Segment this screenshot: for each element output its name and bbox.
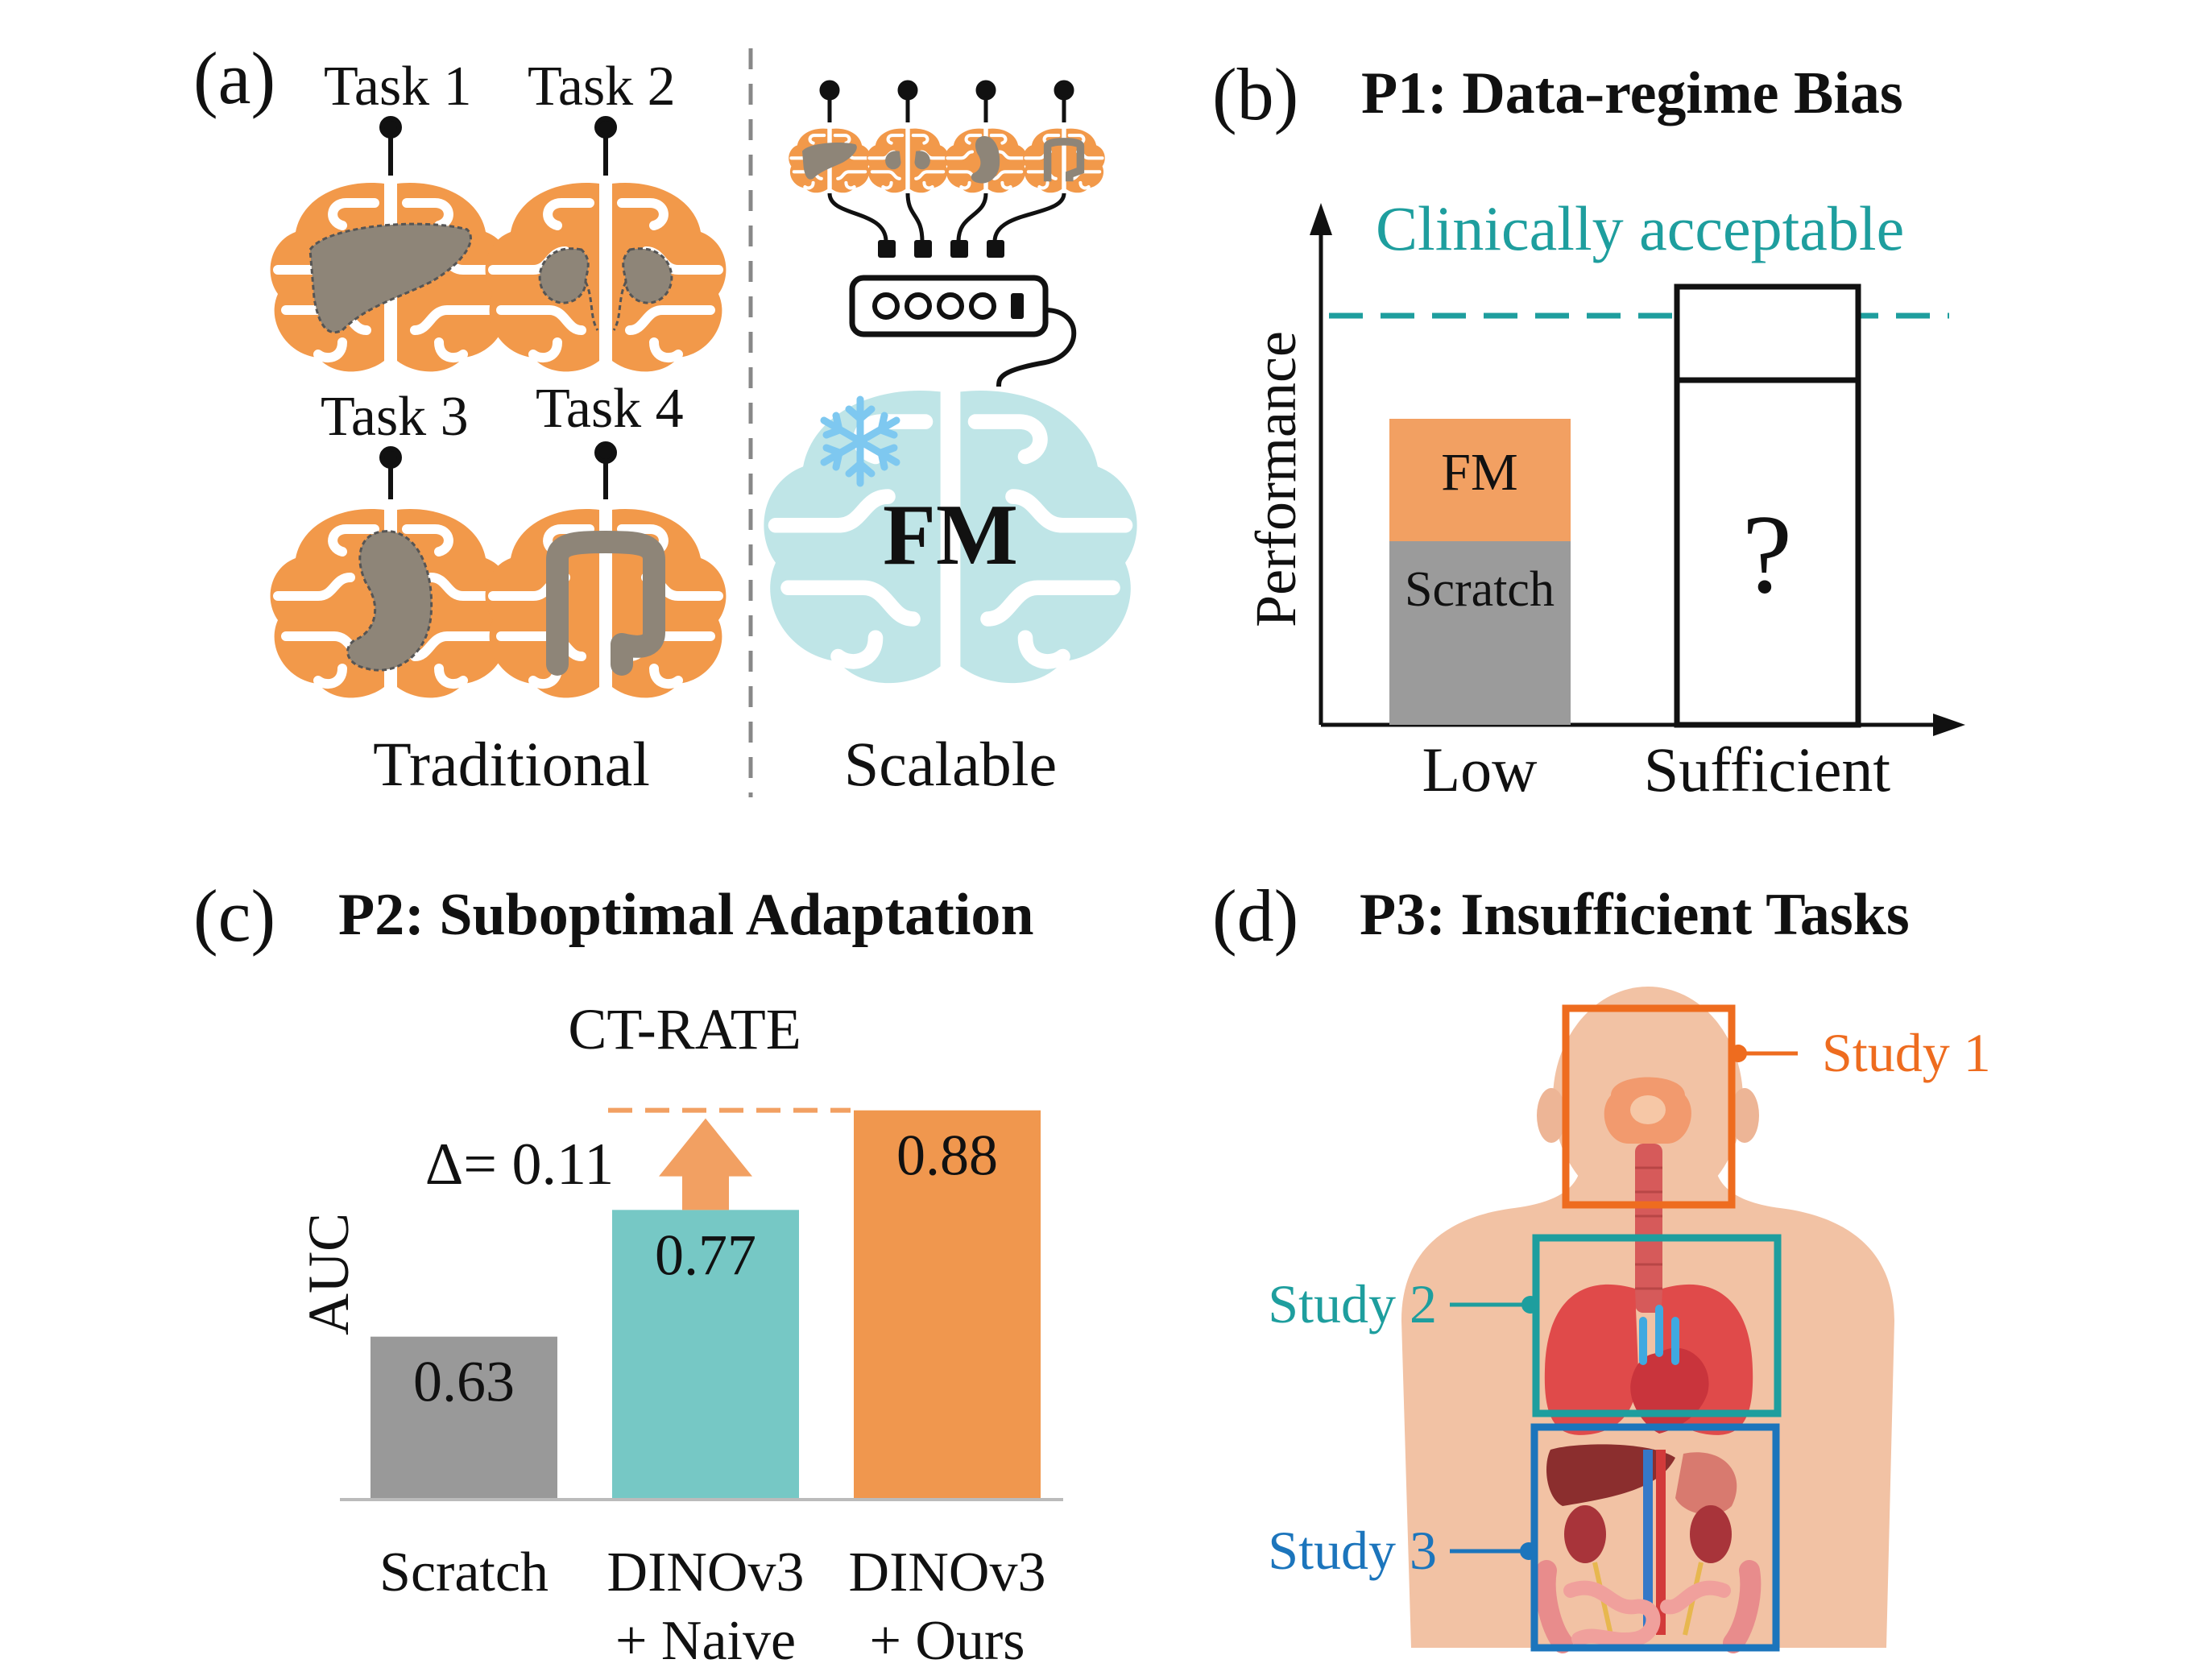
snowflake-icon (820, 395, 900, 487)
delta-label: Δ= 0.11 (425, 1132, 615, 1198)
scalable-caption: Scalable (844, 729, 1057, 799)
study-2-label: Study 2 (1268, 1273, 1437, 1334)
small-brain-4 (1023, 128, 1105, 193)
bar-low-scratch-label: Scratch (1405, 562, 1555, 617)
task-4-label: Task 4 (536, 378, 684, 440)
power-strip-icon (849, 275, 1049, 337)
plug-icon (878, 240, 1004, 258)
threshold-label: Clinically acceptable (1376, 193, 1904, 263)
human-anatomy-icon (1401, 987, 1894, 1653)
task-1-label: Task 1 (324, 56, 472, 118)
study-2-box (1532, 1234, 1782, 1417)
panel-b: (b) P1: Data-regime Bias Clinically acce… (1212, 53, 1965, 805)
colon-icon (546, 531, 665, 676)
bar-low-fm (1389, 419, 1571, 541)
bar-0 (371, 1336, 557, 1500)
x-tick-label-2-1: + Ours (869, 1610, 1025, 1672)
b-ylabel: Performance (1244, 331, 1308, 627)
b-xtick-low: Low (1422, 734, 1538, 805)
study-1-label: Study 1 (1822, 1022, 1991, 1083)
x-tick-label-1-0: DINOv3 (607, 1541, 805, 1603)
panel-b-title: P1: Data-regime Bias (1361, 60, 1903, 126)
panel-c: (c) P2: Suboptimal Adaptation CT-RATE AU… (193, 875, 1063, 1672)
bar-low-scratch (1389, 541, 1571, 725)
small-brain-3 (945, 128, 1027, 193)
study-3-box (1530, 1423, 1780, 1652)
task-pins (379, 116, 617, 499)
panel-d-label: (d) (1212, 875, 1298, 957)
liver-icon (308, 222, 472, 333)
brain-task-1 (270, 183, 511, 372)
chart-title: CT-RATE (568, 997, 801, 1061)
cables (827, 192, 1066, 242)
scalable-pins (819, 80, 1074, 122)
kidneys-icon (538, 247, 673, 331)
chart-xticks: Scratch DINOv3 + Naive DINOv3 + Ours (379, 1541, 1045, 1672)
b-x-axis-arrow (1933, 714, 1965, 736)
study-3-label: Study 3 (1268, 1520, 1437, 1581)
chart-ylabel: AUC (296, 1213, 361, 1335)
chart-bars: 0.63 0.77 0.88 (371, 1110, 1041, 1500)
x-tick-label-0-0: Scratch (379, 1541, 549, 1603)
brain-task-2 (485, 183, 727, 372)
x-tick-label-1-1: + Naive (615, 1610, 796, 1672)
delta-annotation (608, 1107, 851, 1210)
bar-value-label-0: 0.63 (413, 1350, 515, 1414)
b-xtick-sufficient: Sufficient (1644, 734, 1891, 805)
panel-b-label: (b) (1212, 53, 1298, 135)
study-1-dot (1729, 1045, 1747, 1062)
study-2-dot (1521, 1296, 1539, 1314)
fm-label: FM (883, 487, 1018, 583)
bar-low-fm-label: FM (1441, 443, 1517, 502)
panel-c-label: (c) (193, 875, 275, 957)
small-brain-2 (867, 128, 949, 193)
panel-d-title: P3: Insufficient Tasks (1360, 882, 1910, 948)
panel-a: (a) Task 1 Task 2 Task 3 Task 4 (193, 37, 1137, 799)
task-3-label: Task 3 (321, 386, 469, 448)
study-3-dot (1520, 1542, 1538, 1560)
delta-arrow (659, 1118, 752, 1210)
panel-d: (d) P3: Insufficient Tasks (1212, 875, 1991, 1653)
bar-value-label-1: 0.77 (655, 1223, 756, 1287)
b-y-axis-arrow (1310, 203, 1332, 235)
small-brain-1 (789, 128, 871, 193)
stomach-icon (346, 530, 433, 672)
bar-sufficient-outer (1674, 283, 1861, 728)
task-2-label: Task 2 (528, 56, 676, 118)
brain-task-3 (270, 509, 511, 698)
x-tick-label-2-0: DINOv3 (849, 1541, 1046, 1603)
power-cord (996, 308, 1077, 387)
bar-1 (612, 1210, 799, 1500)
panel-c-title: P2: Suboptimal Adaptation (338, 882, 1034, 948)
bar-sufficient-unknown: ? (1742, 492, 1792, 617)
panel-a-label: (a) (193, 37, 275, 119)
brain-task-4 (485, 509, 727, 698)
study-1-box (1562, 1004, 1736, 1209)
traditional-caption: Traditional (373, 729, 650, 799)
bar-value-label-2: 0.88 (896, 1123, 998, 1188)
bar-2 (854, 1110, 1041, 1500)
